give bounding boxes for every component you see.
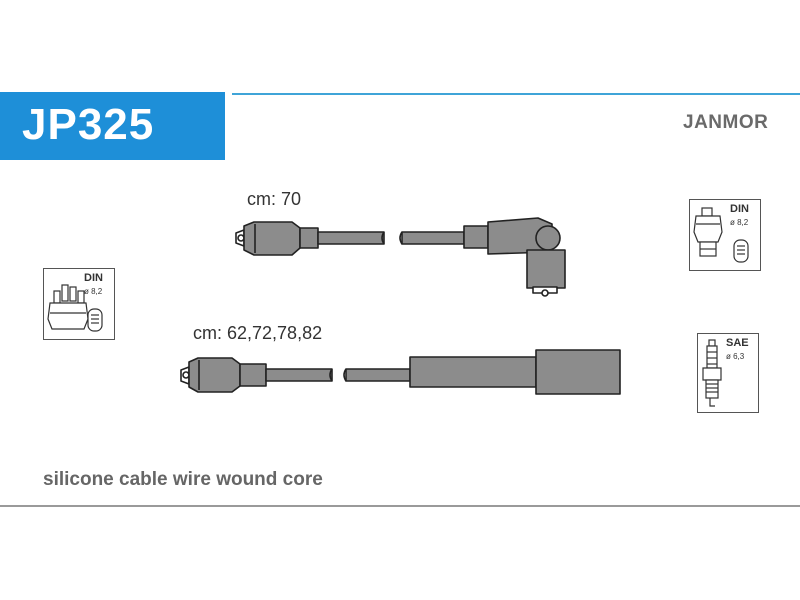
distributor-connector-box: DIN ø 8,2	[43, 268, 115, 340]
coil-diameter-label: ø 8,2	[730, 218, 749, 227]
spark-plug-standard-label: SAE	[726, 337, 749, 349]
coil-standard-label: DIN	[730, 203, 749, 215]
distributor-standard-label: DIN	[84, 272, 103, 284]
distributor-diameter-label: ø 8,2	[84, 287, 103, 296]
coil-connector-box: DIN ø 8,2	[689, 199, 761, 271]
part-number: JP325	[22, 100, 155, 149]
cable-2	[180, 349, 621, 395]
cable-1-length-label: cm: 70	[247, 189, 302, 209]
spark-plug-diameter-label: ø 6,3	[726, 352, 745, 361]
header-divider	[232, 93, 800, 95]
spark-plug-icon	[702, 339, 722, 407]
ignition-coil-icon	[693, 207, 749, 263]
part-number-banner	[0, 92, 225, 160]
cable-description: silicone cable wire wound core	[43, 469, 323, 490]
cable-1	[235, 217, 566, 297]
distributor-cap-icon	[47, 284, 103, 332]
footer-divider	[0, 505, 800, 507]
cable-2-length-label: cm: 62,72,78,82	[193, 323, 323, 343]
brand-name: JANMOR	[683, 112, 769, 133]
spark-plug-connector-box: SAE ø 6,3	[697, 333, 759, 413]
